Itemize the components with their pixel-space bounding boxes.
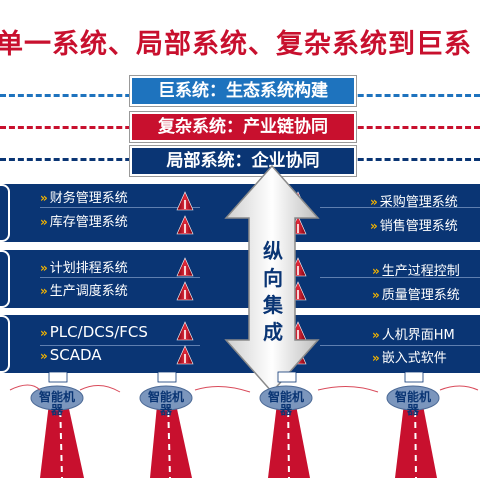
robot-label: 智能机器 <box>38 390 75 417</box>
list-item: »计划排程系统 <box>40 261 128 276</box>
band-line <box>40 277 200 278</box>
band-tab <box>0 315 10 373</box>
list-item: »人机界面HM <box>372 328 455 343</box>
list-item: »销售管理系统 <box>370 219 458 234</box>
tier-ecosystem: 巨系统：生态系统构建 <box>130 76 356 106</box>
road <box>40 395 437 478</box>
list-item: »采购管理系统 <box>370 195 458 210</box>
list-item: »质量管理系统 <box>372 288 460 303</box>
list-item: »嵌入式软件 <box>372 351 447 366</box>
band-tab <box>0 184 10 242</box>
band-line <box>40 345 200 346</box>
band-line <box>320 277 480 278</box>
list-item: »PLC/DCS/FCS <box>40 323 148 341</box>
tier-industry-chain-label: 复杂系统：产业链协同 <box>158 117 328 137</box>
tier-industry-chain: 复杂系统：产业链协同 <box>130 112 356 142</box>
list-item: »SCADA <box>40 346 102 364</box>
band-line <box>320 345 480 346</box>
band-tab <box>0 250 10 308</box>
page-title: 单一系统、局部系统、复杂系统到巨系 <box>0 29 472 60</box>
band-line <box>320 207 480 208</box>
list-item: »生产过程控制 <box>372 264 460 279</box>
band-line <box>40 207 200 208</box>
arrow-label: 纵向集成 <box>263 239 283 344</box>
robot-label: 智能机器 <box>267 390 304 417</box>
tier-ecosystem-label: 巨系统：生态系统构建 <box>158 81 328 101</box>
list-item: »库存管理系统 <box>40 215 128 230</box>
robot-label: 智能机器 <box>147 390 184 417</box>
robot-label: 智能机器 <box>394 390 431 417</box>
list-item: »财务管理系统 <box>40 191 128 206</box>
robot <box>30 385 440 411</box>
list-item: »生产调度系统 <box>40 284 128 299</box>
